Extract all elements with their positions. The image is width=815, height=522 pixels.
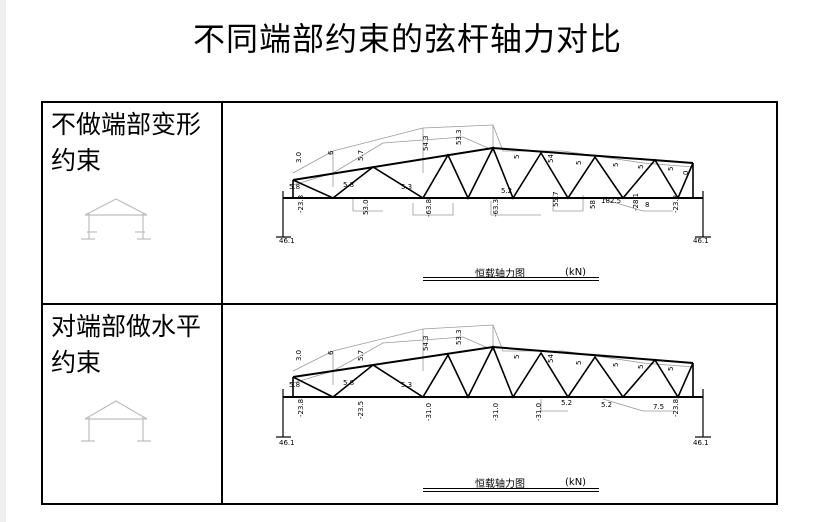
row-label: 不做端部变形 约束: [51, 110, 202, 175]
member-force-label: -23.8: [297, 399, 305, 417]
member-force-label: 5: [513, 155, 521, 159]
comparison-table: 不做端部变形 约束: [41, 101, 778, 505]
member-force-label: 3.0: [295, 152, 303, 163]
member-force-label: 55.7: [552, 191, 560, 207]
page-title: 不同端部约束的弦杆轴力对比: [192, 20, 622, 58]
member-force-label: 5.8: [289, 381, 300, 389]
member-force-label: -23.8: [672, 195, 680, 213]
member-force-label: -31.0: [535, 403, 543, 421]
label-cell: 不做端部变形 约束: [43, 103, 223, 303]
member-force-label: 5: [667, 367, 675, 371]
caption-underline: [423, 280, 599, 281]
label-cell: 对端部做水平 约束: [43, 305, 223, 503]
member-force-label: -63.8: [425, 199, 433, 217]
member-force-label: 5.8: [343, 379, 354, 387]
member-force-label: 5.2: [561, 399, 572, 407]
member-force-label: 53.3: [455, 329, 463, 345]
member-force-label: 5: [667, 167, 675, 171]
table-row-horizontal-constraint: 对端部做水平 约束: [43, 305, 776, 503]
member-force-label: 5: [575, 361, 583, 365]
frame-thumbnail: [81, 198, 151, 240]
member-force-label: 182.5: [601, 197, 621, 205]
truss-drawing: 3.0 6 5.7 54.3 53.3 5 54 5 5 5 5 0 -23.8…: [276, 124, 711, 245]
member-force-label: 5.8: [343, 181, 354, 189]
member-force-label: -31.0: [492, 403, 500, 421]
caption-underline: [423, 491, 599, 492]
member-force-label: 5.3: [401, 183, 412, 191]
member-force-label: 54: [547, 154, 555, 163]
left-edge-strip: [0, 0, 6, 522]
member-force-label: -31.0: [425, 403, 433, 421]
member-force-label: 5: [612, 363, 620, 367]
member-force-label: 5: [513, 355, 521, 359]
member-force-label: 5.3: [401, 381, 412, 389]
member-force-label: -28.1: [632, 193, 640, 211]
row-label: 对端部做水平 约束: [51, 312, 202, 377]
member-force-label: 5.8: [289, 183, 300, 191]
member-force-label: 5: [575, 161, 583, 165]
support-reaction-label: 46.1: [693, 439, 709, 447]
frame-thumbnail: [81, 400, 151, 442]
member-force-label: 5: [637, 165, 645, 169]
member-force-label: 5.2: [601, 401, 612, 409]
member-force-label: 53.3: [455, 129, 463, 145]
member-force-label: -63.3: [492, 199, 500, 217]
truss-force-diagram: 3.0 6 5.7 54.3 53.3 5 54 5 5 5 5 0 -23.8…: [223, 103, 776, 303]
member-force-label: 5.7: [357, 150, 365, 161]
member-force-label: 6: [327, 350, 335, 355]
member-force-label: 6: [327, 150, 335, 155]
member-force-label: 5.7: [357, 350, 365, 361]
caption-underline: [423, 488, 599, 489]
diagram-caption: 恒载轴力图: [475, 269, 525, 280]
member-force-label: -23.8: [297, 195, 305, 213]
member-force-label: 8: [645, 201, 649, 209]
truss-drawing: 3.0 6 5.7 54.3 53.3 5 54 5 5 5 5 -23.8 -…: [276, 324, 711, 447]
member-force-label: 54: [547, 354, 555, 363]
member-force-label: 53.0: [362, 199, 370, 215]
unit-label: (kN): [565, 267, 587, 278]
member-force-label: 0: [682, 171, 690, 175]
diagram-caption: 恒载轴力图: [475, 479, 525, 490]
table-row-unconstrained: 不做端部变形 约束: [43, 103, 776, 305]
member-force-label: 5: [637, 365, 645, 369]
unit-label: (kN): [565, 477, 587, 488]
member-force-label: -23.8: [672, 399, 680, 417]
member-force-label: 3.0: [295, 350, 303, 361]
member-force-label: 54.3: [422, 335, 430, 351]
caption-underline: [423, 277, 599, 278]
member-force-label: -23.5: [357, 401, 365, 419]
member-force-label: 58: [589, 200, 597, 209]
member-force-label: 5.2: [501, 187, 512, 195]
support-reaction-label: 46.1: [693, 237, 709, 245]
member-force-label: 54.3: [422, 135, 430, 151]
member-force-label: 5: [612, 163, 620, 167]
member-force-label: 7.5: [653, 403, 664, 411]
support-reaction-label: 46.1: [279, 237, 295, 245]
truss-force-diagram: 3.0 6 5.7 54.3 53.3 5 54 5 5 5 5 -23.8 -…: [223, 305, 776, 503]
support-reaction-label: 46.1: [279, 439, 295, 447]
